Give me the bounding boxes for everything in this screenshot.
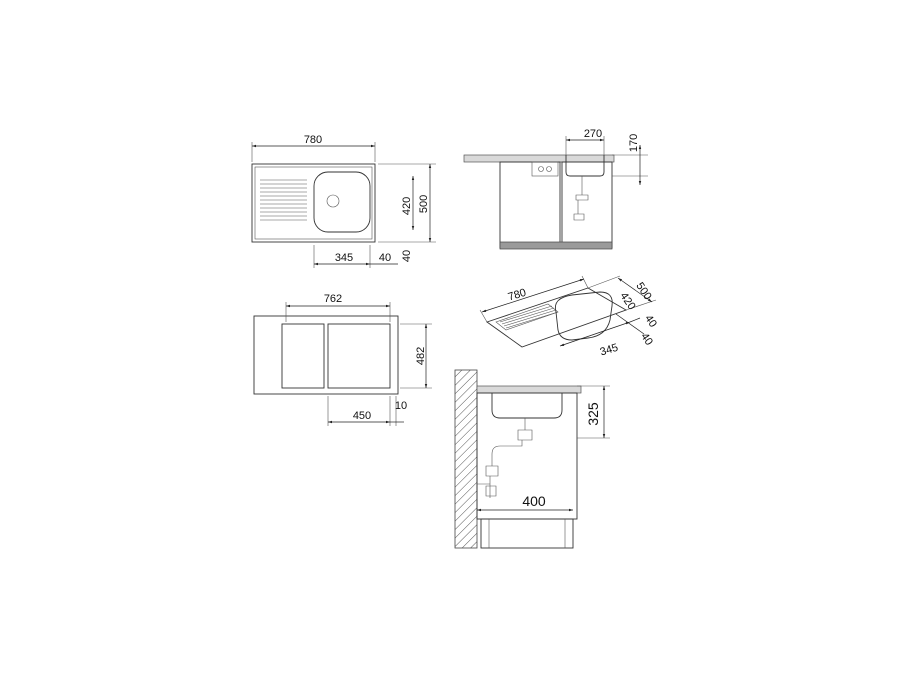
dim-install-distance: 400: [522, 493, 546, 509]
wall: [454, 369, 478, 549]
install-bowl: [491, 393, 563, 419]
cabinet-right: [561, 161, 613, 249]
dim-cutout-offset: 450: [353, 410, 371, 422]
dim-side-bowl-width: 270: [584, 128, 602, 140]
dim-cutout-margin: 10: [395, 400, 407, 412]
worktop-outline: [253, 315, 399, 395]
drainer-grooves: [260, 179, 307, 221]
dim-iso-bowl-width: 345: [599, 342, 620, 359]
dim-top-bowl-width: 345: [335, 252, 353, 264]
dim-top-rim-vertical: 40: [401, 250, 413, 262]
dim-top-depth-outer: 500: [418, 195, 430, 213]
cutout-right: [327, 323, 391, 389]
appliance-panel: [531, 161, 559, 177]
top-view: 780 420 500 345 40 40: [251, 134, 436, 268]
install-view: 325 400: [454, 369, 610, 549]
plinth: [499, 241, 613, 250]
worktop-section: [476, 385, 582, 394]
dim-top-width: 780: [304, 134, 322, 146]
dim-iso-rim-b: 40: [638, 331, 655, 348]
bowl-section: [565, 155, 605, 177]
sink-inner-rim: [254, 166, 373, 240]
cabinet-base: [480, 518, 574, 549]
sink-outline: [251, 163, 376, 243]
dim-iso-depth-inner: 420: [617, 290, 637, 312]
install-trap: [477, 418, 533, 498]
iso-bowl: [554, 291, 613, 341]
cabinet-left: [499, 161, 561, 249]
drain-hole: [326, 194, 340, 208]
cutout-view: 762 482 450 10: [253, 293, 432, 426]
bowl: [313, 171, 371, 233]
dim-iso-depth-outer: 500: [633, 280, 653, 302]
dim-side-height: 170: [628, 134, 640, 152]
side-view: 270 170: [463, 128, 648, 250]
dim-top-depth-inner: 420: [401, 197, 413, 215]
cutout-left: [281, 323, 325, 389]
worktop: [463, 154, 615, 163]
trap-pipe: [573, 176, 589, 221]
iso-view: 780 500 420 40 345 40: [479, 275, 659, 359]
dim-cutout-depth: 482: [415, 347, 427, 365]
dim-install-height: 325: [585, 402, 601, 426]
dim-iso-width: 780: [507, 287, 528, 304]
dim-iso-rim-a: 40: [642, 313, 659, 330]
dim-top-rim: 40: [379, 252, 391, 264]
dim-cutout-width: 762: [324, 293, 342, 305]
iso-drainer: [495, 303, 559, 331]
